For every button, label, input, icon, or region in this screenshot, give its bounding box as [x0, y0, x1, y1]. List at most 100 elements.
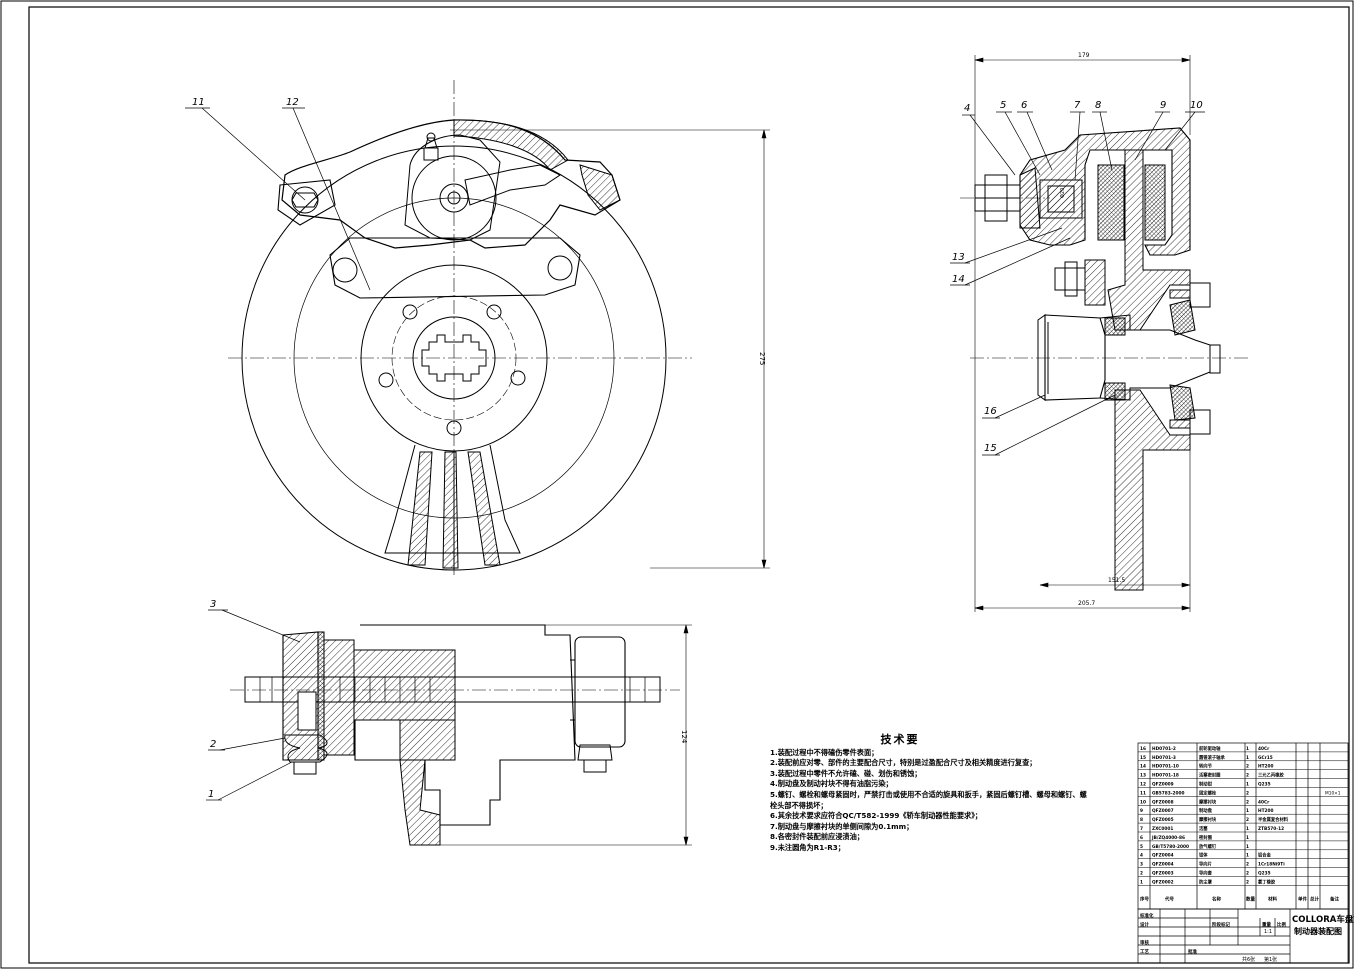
bom-cell: 活塞密封圈	[1199, 772, 1221, 779]
tb-check: 审核	[1140, 939, 1149, 946]
bom-header-cell: 序号	[1139, 895, 1149, 902]
bom-cell: 1	[1246, 826, 1249, 832]
bom-cell: 2	[1140, 871, 1143, 877]
bom-cell: 摩擦衬块	[1199, 816, 1217, 823]
bom-cell: 制动盘	[1199, 807, 1213, 814]
bom-cell: 氯丁橡胶	[1258, 878, 1276, 885]
bom-cell: 摩擦衬块	[1199, 798, 1217, 805]
bom-cell: GCr15	[1258, 755, 1273, 761]
bom-note: M10×1	[1325, 790, 1341, 796]
bom-cell: 1	[1140, 879, 1143, 885]
tech-item: 7.制动盘与摩擦衬块的单侧间隙为0.1mm；	[770, 821, 914, 831]
top-dimension	[440, 624, 692, 846]
bom-cell: 13	[1140, 773, 1146, 779]
label-9: 9	[1160, 100, 1166, 111]
tech-title: 技术要	[880, 733, 920, 746]
bom-cell: 1	[1246, 844, 1249, 850]
pad-outer	[1144, 164, 1166, 241]
bom-cell: 1	[1246, 782, 1249, 788]
tb-ratio: 比例	[1277, 921, 1286, 928]
front-leaders	[185, 107, 371, 291]
bom-cell: 前轮驱动轴	[1199, 745, 1221, 752]
bom-cell: ZTB570-12	[1258, 826, 1284, 832]
label-12: 12	[286, 97, 299, 108]
tech-item: 8.各密封件装配前应浸渍油；	[770, 832, 864, 842]
tech-item: 6.其余技术要求应符合QC/T582-1999《轿车制动器性能要求》；	[770, 811, 982, 821]
bom-cell: HD0701-18	[1152, 773, 1179, 779]
bom-cell: 2	[1246, 871, 1249, 877]
label-13: 13	[952, 252, 965, 263]
label-7: 7	[1074, 100, 1081, 111]
label-15: 15	[984, 443, 997, 454]
bom-cell: 2	[1246, 879, 1249, 885]
bom-cell: QFZ0005	[1152, 817, 1174, 823]
sheet-total: 共6张	[1242, 956, 1255, 963]
dim-phi: Φ20	[1060, 188, 1066, 198]
bom-cell: 铝合金	[1258, 852, 1272, 859]
bom-cell: 1Cr18Ni9Ti	[1258, 862, 1285, 868]
bom-cell: QFZ0003	[1152, 871, 1174, 877]
bom-cell: 1	[1246, 755, 1249, 761]
side-section-view	[960, 127, 1250, 591]
bom-cell: QFZ0008	[1152, 799, 1174, 805]
label-3: 3	[210, 599, 216, 610]
bom-cell: 半金属复合材料	[1258, 816, 1289, 823]
bom-cell: 12	[1140, 782, 1146, 788]
tech-item: 1.装配过程中不得磕伤零件表面；	[770, 747, 879, 757]
label-5: 5	[1000, 100, 1006, 111]
bom-cell: 15	[1140, 755, 1146, 761]
bom-cell: HD0701-10	[1152, 764, 1179, 770]
label-16: 16	[984, 406, 997, 417]
bom-cell: QFZ0004	[1152, 862, 1174, 868]
bom-cell: 钳体	[1199, 852, 1208, 859]
bom-cell: 1	[1246, 808, 1249, 814]
label-8: 8	[1095, 100, 1101, 111]
inner-border	[28, 6, 1350, 964]
bom-cell: GB/T5780-2000	[1152, 844, 1189, 850]
bom-cell: 1	[1246, 746, 1249, 752]
bom-cell: 9	[1140, 808, 1143, 814]
bom-cell: 40Cr	[1258, 746, 1270, 752]
bom-cell: 导向片	[1199, 861, 1212, 868]
bom-cell: 6	[1140, 835, 1143, 841]
bom-cell: 圆锥滚子轴承	[1199, 754, 1225, 761]
bom-cell: 固定螺栓	[1199, 789, 1217, 796]
bom-cell: QFZ0009	[1152, 782, 1174, 788]
bom-cell: HD0701-2	[1152, 746, 1176, 752]
bom-cell: HT200	[1258, 764, 1274, 770]
bom-cell: 1	[1246, 853, 1249, 859]
bom-cell: 40Cr	[1258, 799, 1270, 805]
scale-value: 1:1	[1264, 929, 1272, 935]
bom-cell: 密封圈	[1199, 834, 1213, 841]
bom-cell: QFZ0007	[1152, 808, 1174, 814]
bom-cell: 2	[1246, 799, 1249, 805]
label-4: 4	[964, 103, 970, 114]
bom-cell: ZXC0001	[1152, 826, 1173, 832]
bom-cell: 4	[1140, 853, 1143, 859]
bom-cell: 放气螺钉	[1198, 843, 1217, 850]
bom-header-cell: 名称	[1212, 895, 1221, 902]
bom-cell: 三元乙丙橡胶	[1258, 772, 1284, 779]
bom-cell: 导向套	[1199, 870, 1213, 877]
sheet-no: 第1张	[1264, 956, 1277, 963]
dim-205: 205.7	[1078, 600, 1095, 607]
bom-cell: 2	[1246, 862, 1249, 868]
tb-stage: 阶段标记	[1212, 921, 1230, 928]
bom-cell: 8	[1140, 817, 1143, 823]
bom-cell: Q235	[1258, 782, 1271, 788]
bom-cell: 2	[1246, 817, 1249, 823]
bom-cell: Q235	[1258, 871, 1271, 877]
title-line2: 制动器装配图	[1294, 926, 1342, 936]
tb-standard: 标准化	[1139, 912, 1154, 919]
bom-cell: 3	[1140, 862, 1143, 868]
bom-cell: QFZ0002	[1152, 879, 1174, 885]
bom-header-cell: 数量	[1246, 895, 1255, 902]
bom-cell: GB5783-2000	[1152, 790, 1185, 796]
label-2: 2	[210, 739, 216, 750]
label-6: 6	[1021, 100, 1027, 111]
dim-275: 275	[758, 352, 766, 365]
bom-cell: 11	[1140, 790, 1146, 796]
tech-item: 5.螺钉、螺栓和螺母紧固时，严禁打击或使用不合适的旋具和扳手，紧固后螺钉槽、螺母…	[770, 789, 1087, 810]
label-14: 14	[952, 274, 965, 285]
